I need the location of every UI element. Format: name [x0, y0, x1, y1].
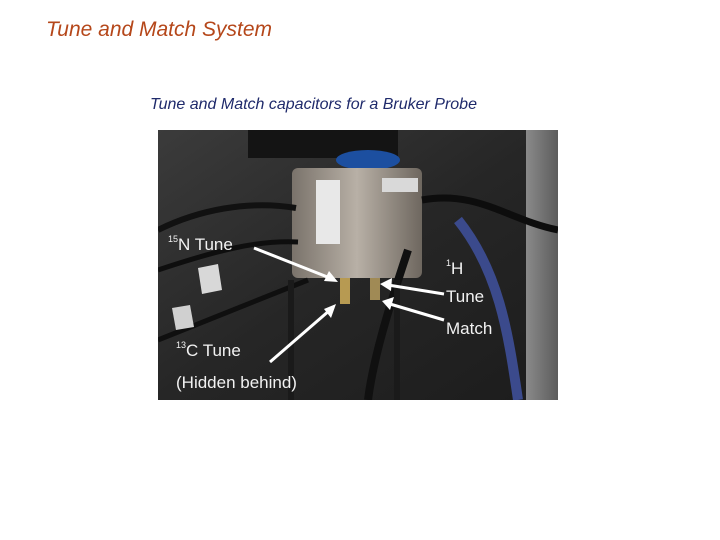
barcode-label — [316, 180, 340, 244]
cable-left-2 — [158, 239, 299, 273]
capacitor-2 — [370, 278, 380, 300]
tape-2 — [172, 305, 194, 330]
probe-photo-drawing — [158, 130, 558, 400]
label-hidden-behind: (Hidden behind) — [176, 373, 297, 392]
support-rod — [288, 280, 294, 400]
cable-right — [421, 194, 558, 234]
cable-left — [158, 202, 297, 233]
arrow-h1-tune-head — [380, 278, 392, 291]
arrow-h1-match — [389, 302, 445, 322]
arrow-n15-head — [324, 271, 338, 282]
label-n15-isotope: 15 — [168, 234, 179, 244]
tape-1 — [198, 264, 222, 294]
photo-caption: Tune and Match capacitors for a Bruker P… — [150, 96, 477, 113]
label-h1-isotope: 1 — [446, 258, 452, 268]
label-h1-tune: Tune — [446, 287, 485, 306]
blue-ring — [336, 150, 400, 170]
probe-photo: 15N Tune 1H Tune Match 13C Tune (Hidden … — [158, 130, 558, 400]
support-rod-2 — [394, 280, 400, 400]
cable-braided — [454, 216, 523, 400]
arrow-h1-tune — [387, 283, 445, 296]
capacitor-1 — [340, 278, 350, 304]
id-label — [382, 178, 418, 192]
cable-front — [364, 248, 412, 400]
label-h1-text: H — [451, 259, 464, 278]
label-c13-tune: 13C Tune — [176, 340, 241, 360]
label-h1: 1H — [446, 258, 464, 278]
label-n15-text: N Tune — [178, 235, 233, 254]
arrow-h1-match-head — [382, 297, 394, 310]
arrow-c13 — [269, 308, 331, 364]
label-c13-text: C Tune — [186, 341, 241, 360]
label-h1-match: Match — [446, 319, 493, 338]
arrow-c13-head — [324, 304, 336, 318]
slide-title: Tune and Match System — [46, 18, 273, 41]
label-n15-tune: 15N Tune — [168, 234, 233, 254]
label-c13-isotope: 13 — [176, 340, 187, 350]
right-wall — [526, 130, 558, 400]
arrow-n15 — [253, 246, 331, 280]
